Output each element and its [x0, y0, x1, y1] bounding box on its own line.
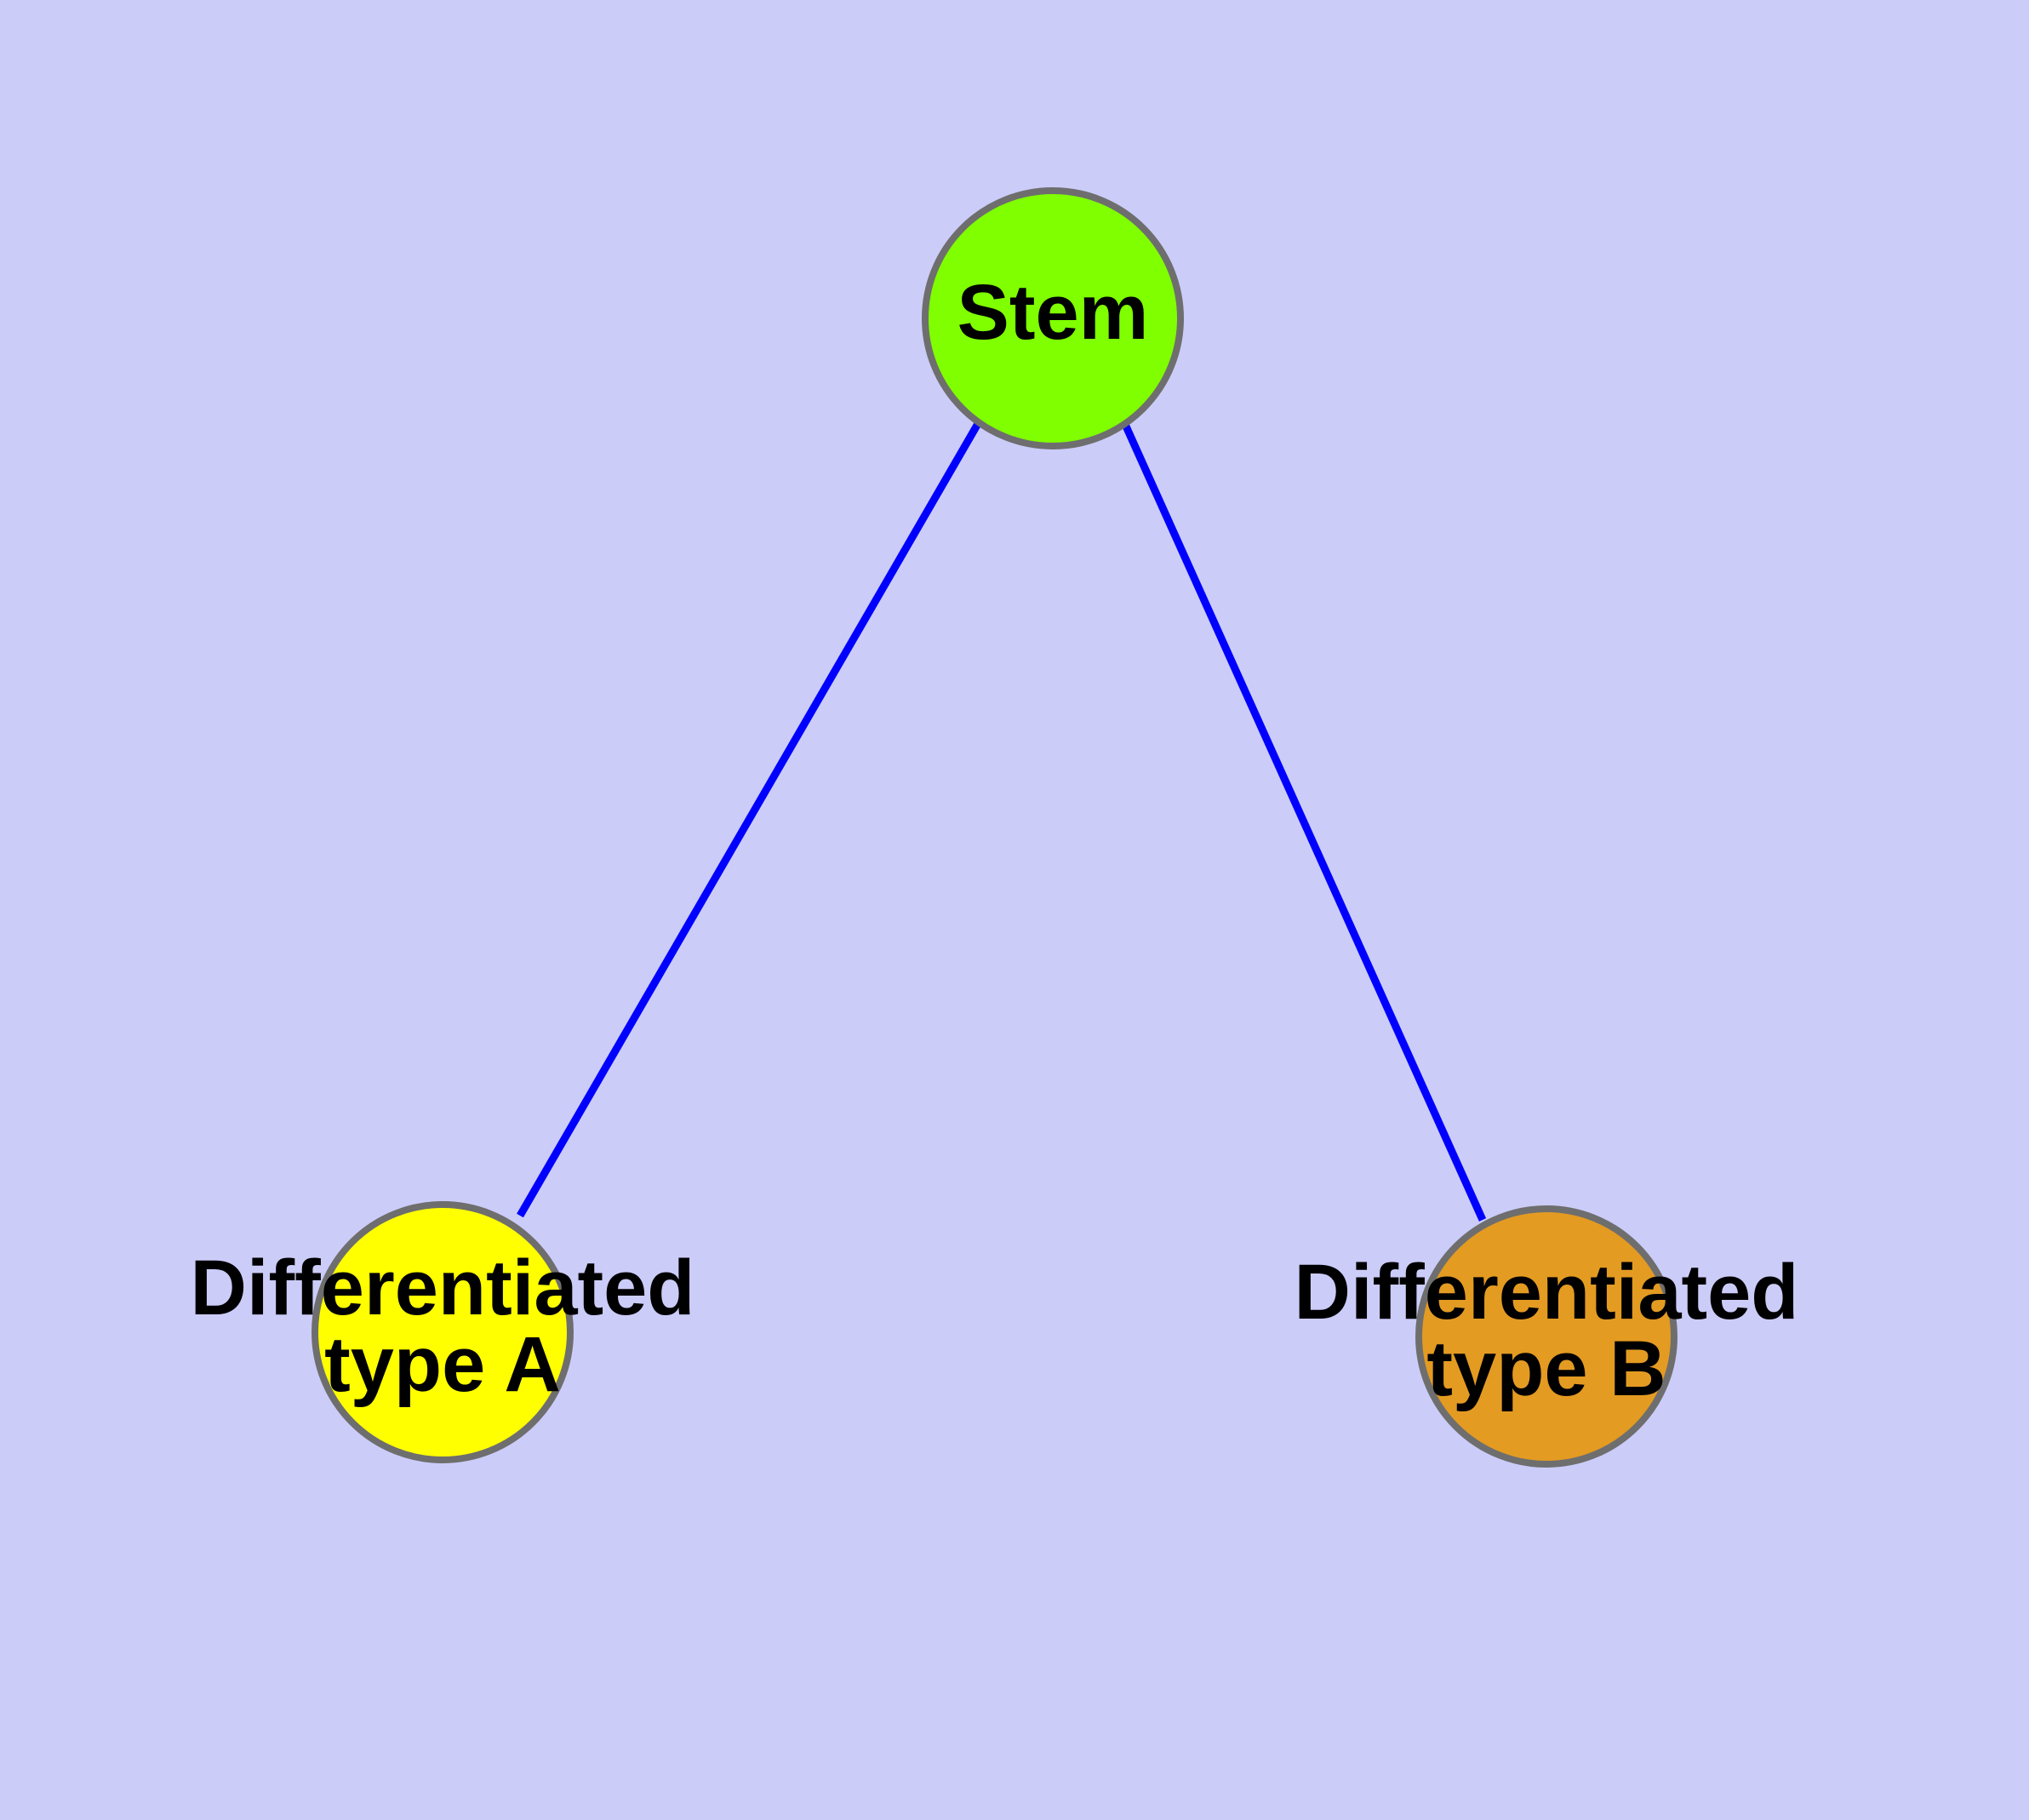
edge-layer: [517, 419, 1487, 1222]
node-layer: [311, 187, 1677, 1468]
edge-stem-to-diff_a: [517, 420, 982, 1218]
node-label-line: Differentiated: [191, 1245, 695, 1331]
node-label-line: type B: [1426, 1325, 1666, 1412]
node-diff_b[interactable]: [1415, 1205, 1677, 1468]
node-label-line: type A: [324, 1321, 561, 1408]
node-stem[interactable]: [922, 187, 1184, 449]
node-diff_a[interactable]: [311, 1201, 574, 1463]
node-label-stem: Stem: [957, 269, 1149, 356]
node-label-line: Stem: [957, 269, 1149, 356]
edge-stem-to-diff_b: [1119, 419, 1487, 1222]
node-label-line: Differentiated: [1295, 1249, 1799, 1336]
